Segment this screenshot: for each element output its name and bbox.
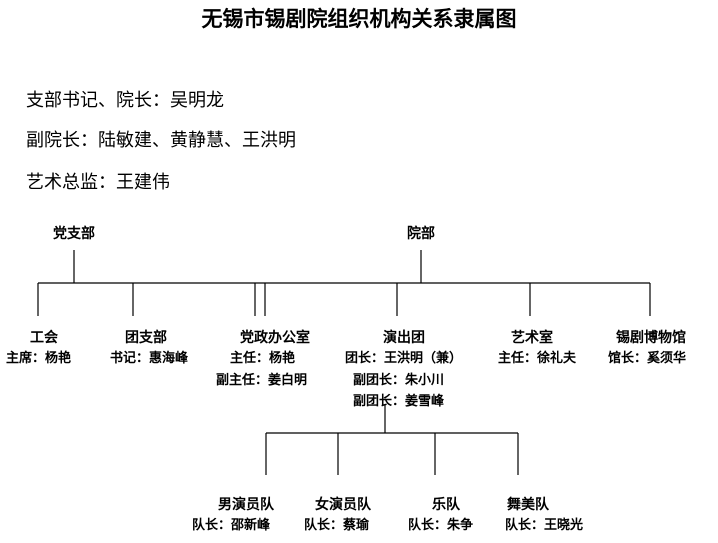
party-branch-label: 党支部 (53, 226, 95, 242)
dept-office-name: 党政办公室 (240, 330, 310, 346)
dept-museum-line-1: 馆长：奚须华 (608, 351, 687, 366)
troupe-male-actors-name: 男演员队 (218, 497, 274, 513)
dept-troupe-line-1: 团长：王洪明（兼） (345, 351, 463, 366)
dept-troupe-name: 演出团 (383, 330, 425, 346)
dept-youth-league-line-1: 书记：惠海峰 (110, 351, 189, 366)
troupe-band-name: 乐队 (432, 497, 460, 513)
leadership-line-vice-presidents: 副院长：陆敏建、黄静慧、王洪明 (26, 130, 296, 151)
dept-union-name: 工会 (30, 330, 58, 346)
leadership-line-art-director: 艺术总监：王建伟 (26, 172, 170, 193)
dept-troupe-line-2: 副团长：朱小川 (353, 373, 445, 388)
dept-office-line-2: 副主任：姜白明 (216, 373, 308, 388)
dept-office-line-1: 主任：杨艳 (230, 351, 296, 366)
dept-art-office-name: 艺术室 (511, 330, 553, 346)
leadership-line-secretary: 支部书记、院长：吴明龙 (26, 90, 224, 111)
chart-title: 无锡市锡剧院组织机构关系隶属图 (201, 6, 517, 31)
academy-label: 院部 (407, 226, 435, 242)
troupe-male-actors-line-1: 队长：邵新峰 (192, 518, 271, 533)
dept-youth-league-name: 团支部 (125, 330, 167, 346)
troupe-female-actors-line-1: 队长：蔡瑜 (304, 518, 370, 533)
troupe-band-line-1: 队长：朱争 (408, 518, 474, 533)
dept-troupe-line-3: 副团长：姜雪峰 (353, 394, 445, 409)
troupe-stage-art-name: 舞美队 (507, 497, 549, 513)
troupe-stage-art-line-1: 队长：王晓光 (505, 518, 584, 533)
dept-union-line-1: 主席：杨艳 (6, 351, 72, 366)
troupe-female-actors-name: 女演员队 (315, 497, 371, 513)
dept-museum-name: 锡剧博物馆 (616, 330, 686, 346)
dept-art-office-line-1: 主任：徐礼夫 (498, 351, 577, 366)
